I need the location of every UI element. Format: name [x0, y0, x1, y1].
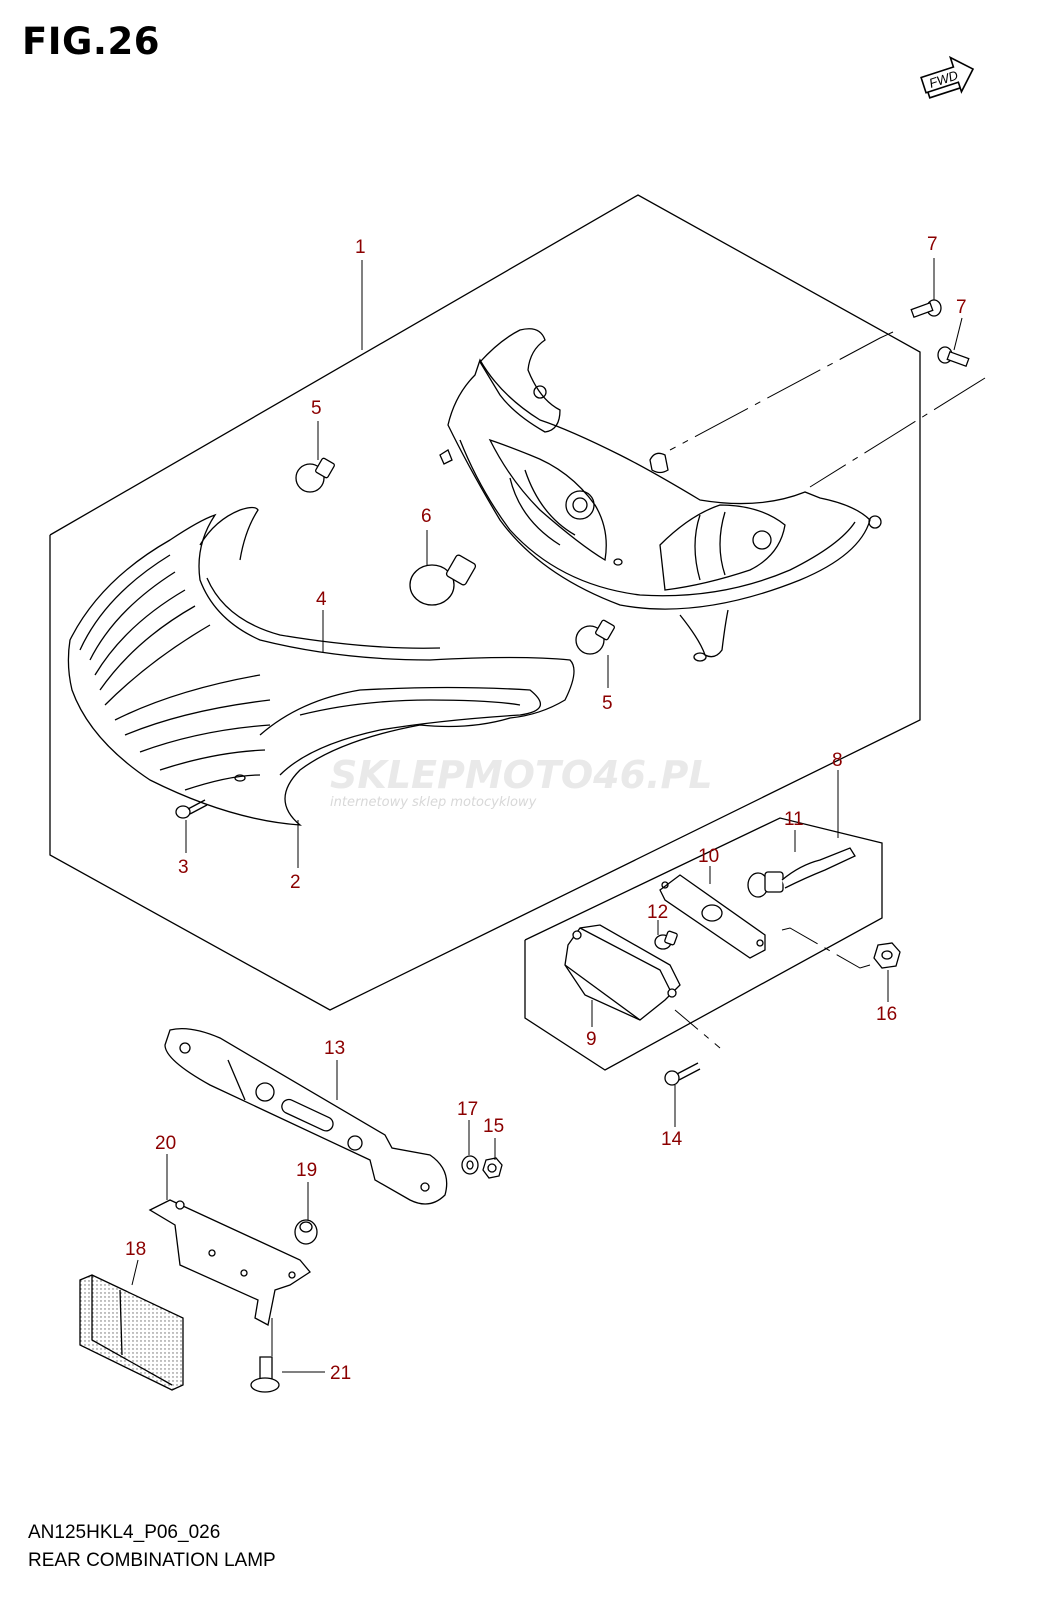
lamp-housing-part — [440, 329, 881, 661]
diagram-name: REAR COMBINATION LAMP — [28, 1550, 276, 1571]
svg-text:SKLEPMOTO46.PL: SKLEPMOTO46.PL — [330, 753, 713, 797]
callout-20: 20 — [155, 1133, 176, 1154]
callout-11: 11 — [784, 809, 804, 830]
callout-6: 6 — [421, 506, 432, 527]
diagram-code: AN125HKL4_P06_026 — [28, 1522, 221, 1543]
screw-part-14 — [665, 1063, 700, 1085]
reflector-part — [80, 1275, 183, 1390]
screw-part-7a — [911, 300, 941, 317]
callout-7-upper: 7 — [927, 234, 938, 255]
bulb-socket-part — [748, 848, 855, 897]
brake-bulb-part — [410, 554, 477, 605]
callout-5-upper: 5 — [311, 398, 322, 419]
license-lamp-assembly-outline — [525, 818, 882, 1070]
nut-part-16 — [874, 943, 900, 968]
callout-14: 14 — [661, 1129, 683, 1150]
screw-part-3 — [176, 800, 207, 818]
callout-1: 1 — [355, 237, 366, 258]
bulb-part-upper — [296, 458, 335, 492]
leader-lines — [132, 258, 962, 1372]
callout-19: 19 — [296, 1160, 317, 1181]
callout-17: 17 — [457, 1099, 478, 1120]
callout-16: 16 — [876, 1004, 897, 1025]
lamp-bracket-part — [165, 1029, 447, 1204]
license-lamp-body-part — [565, 925, 680, 1020]
callout-9: 9 — [586, 1029, 597, 1050]
callout-18: 18 — [125, 1239, 146, 1260]
forward-direction-arrow-icon: FWD — [918, 52, 979, 102]
small-bulb-part — [655, 931, 678, 949]
nut-part-15 — [483, 1158, 502, 1178]
svg-text:internetowy sklep motocyklowy: internetowy sklep motocyklowy — [330, 795, 537, 810]
bulb-part-lower — [576, 620, 615, 654]
callout-labels: 1 2 3 4 5 5 6 7 7 8 9 10 11 12 13 14 15 … — [125, 234, 967, 1384]
bolt-part-21 — [251, 1357, 279, 1392]
watermark-logo: SKLEPMOTO46.PL internetowy sklep motocyk… — [330, 753, 713, 810]
lamp-lens-part — [68, 508, 574, 826]
callout-3: 3 — [178, 857, 189, 878]
callout-15: 15 — [483, 1116, 504, 1137]
reflector-bracket-part — [150, 1200, 310, 1325]
callout-5-lower: 5 — [602, 693, 613, 714]
callout-8: 8 — [832, 750, 843, 771]
grommet-part-19 — [295, 1220, 317, 1244]
gasket-part — [660, 875, 765, 958]
callout-10: 10 — [698, 846, 719, 867]
screw-part-7b — [938, 347, 969, 366]
callout-4: 4 — [316, 589, 327, 610]
callout-2: 2 — [290, 872, 301, 893]
callout-7-lower: 7 — [956, 297, 967, 318]
callout-21: 21 — [330, 1363, 351, 1384]
figure-title: FIG.26 — [22, 20, 160, 63]
lamp-assembly-outline — [50, 195, 920, 1010]
washer-part-17 — [462, 1156, 478, 1174]
callout-12: 12 — [647, 902, 668, 923]
callout-13: 13 — [324, 1038, 345, 1059]
